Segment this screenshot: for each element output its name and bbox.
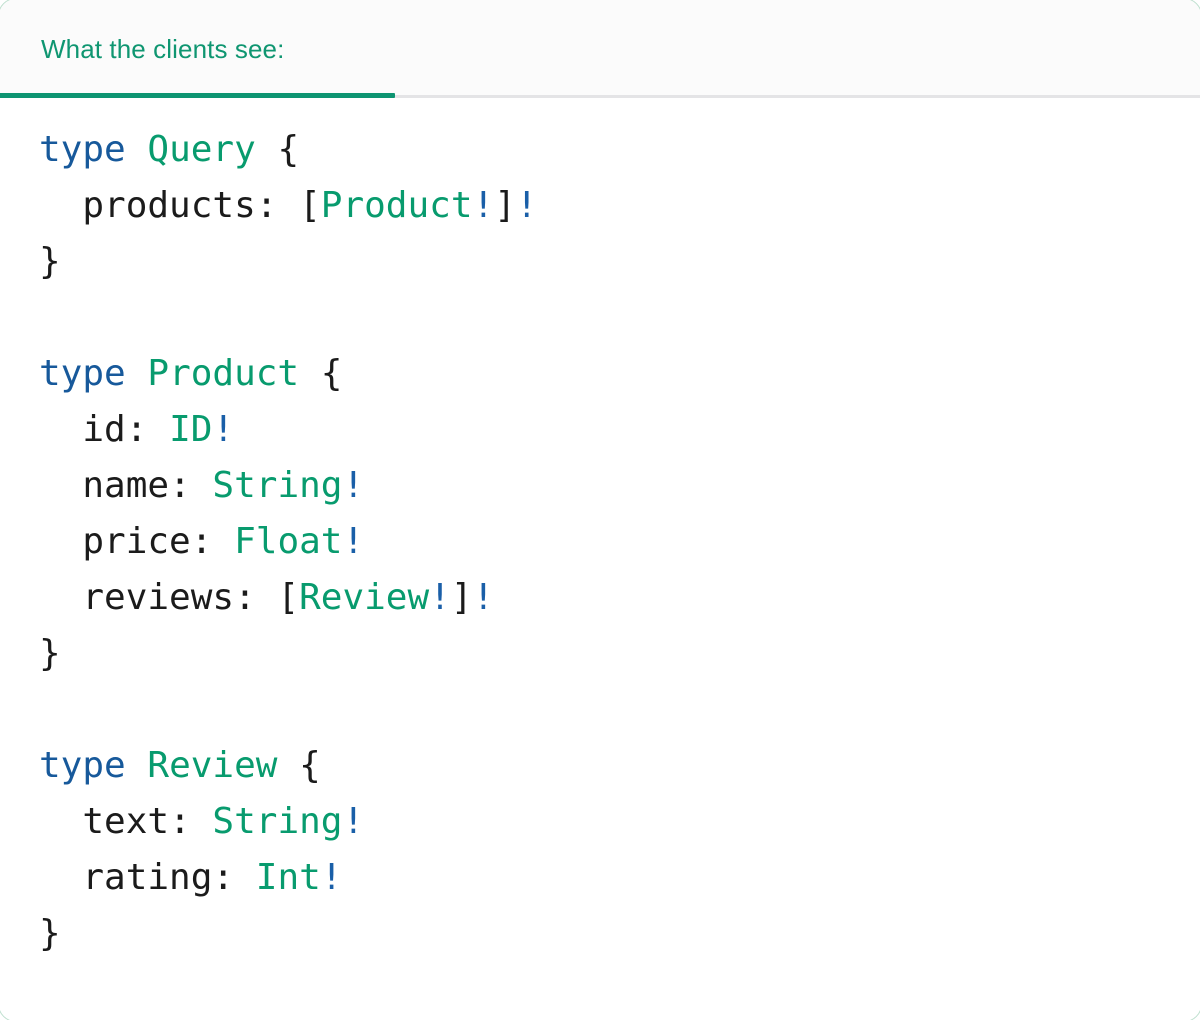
code-token: ! xyxy=(342,801,365,842)
code-line-1: type Query { xyxy=(39,122,1200,178)
code-token: : [ xyxy=(255,185,321,226)
code-token: name xyxy=(82,465,170,506)
code-token: Product xyxy=(147,353,300,394)
code-line-13: text: String! xyxy=(39,794,1200,850)
code-line-5: type Product { xyxy=(39,346,1200,402)
tab-what-the-clients-see[interactable]: What the clients see: xyxy=(0,0,395,98)
code-token: : xyxy=(125,409,170,450)
code-token xyxy=(39,521,82,562)
code-token: price xyxy=(82,521,191,562)
code-line-4 xyxy=(39,290,1200,346)
code-token: Review xyxy=(147,745,278,786)
code-token: id xyxy=(82,409,126,450)
code-line-7: name: String! xyxy=(39,458,1200,514)
code-token: text xyxy=(82,801,170,842)
code-token: : xyxy=(212,857,256,898)
code-token xyxy=(39,409,82,450)
code-token: { xyxy=(299,353,343,394)
code-token: { xyxy=(255,129,300,170)
code-token: rating xyxy=(82,857,213,898)
code-token: : xyxy=(169,465,213,506)
code-token: } xyxy=(39,913,61,954)
graphql-schema-code: type Query { products: [Product!]!} type… xyxy=(0,122,1200,962)
code-token xyxy=(126,353,148,394)
tab-active-underline xyxy=(0,93,395,98)
code-line-3: } xyxy=(39,234,1200,290)
code-token: ! xyxy=(212,409,235,450)
code-token: ! xyxy=(472,577,495,618)
code-token: ] xyxy=(450,577,473,618)
code-token: : [ xyxy=(234,577,300,618)
code-token: Query xyxy=(147,129,256,170)
code-token: ! xyxy=(342,465,365,506)
code-token: Review xyxy=(299,577,430,618)
code-token: } xyxy=(39,241,61,282)
code-token: String xyxy=(212,465,343,506)
code-line-2: products: [Product!]! xyxy=(39,178,1200,234)
code-token: ] xyxy=(494,185,516,226)
code-line-11 xyxy=(39,682,1200,738)
code-token: { xyxy=(277,745,321,786)
code-token: type xyxy=(39,745,126,786)
code-token: Product xyxy=(320,185,473,226)
code-line-6: id: ID! xyxy=(39,402,1200,458)
code-token: Float xyxy=(234,521,343,562)
code-token: ! xyxy=(472,185,495,226)
code-token: ! xyxy=(320,857,343,898)
code-token: String xyxy=(212,801,343,842)
code-token xyxy=(39,577,82,618)
code-token: reviews xyxy=(82,577,235,618)
tab-label: What the clients see: xyxy=(41,33,285,64)
code-token xyxy=(39,857,82,898)
code-token xyxy=(39,185,82,226)
code-token: : xyxy=(190,521,235,562)
code-token xyxy=(39,801,82,842)
code-token: } xyxy=(39,633,61,674)
tab-strip: What the clients see: xyxy=(0,0,1200,98)
code-token: ID xyxy=(169,409,213,450)
code-viewer[interactable]: type Query { products: [Product!]!} type… xyxy=(0,98,1200,1020)
code-token: Int xyxy=(255,857,321,898)
code-token: type xyxy=(39,353,126,394)
code-line-14: rating: Int! xyxy=(39,850,1200,906)
code-token: ! xyxy=(515,185,538,226)
code-token: ! xyxy=(342,521,365,562)
code-line-12: type Review { xyxy=(39,738,1200,794)
code-token xyxy=(126,745,148,786)
code-line-8: price: Float! xyxy=(39,514,1200,570)
code-token: products xyxy=(82,185,256,226)
code-token: ! xyxy=(429,577,451,618)
code-token xyxy=(126,129,148,170)
code-line-9: reviews: [Review!]! xyxy=(39,570,1200,626)
code-token: : xyxy=(169,801,213,842)
code-token xyxy=(39,465,82,506)
code-line-10: } xyxy=(39,626,1200,682)
tab-strip-baseline xyxy=(0,95,1200,98)
code-line-15: } xyxy=(39,906,1200,962)
code-token: type xyxy=(39,129,126,170)
